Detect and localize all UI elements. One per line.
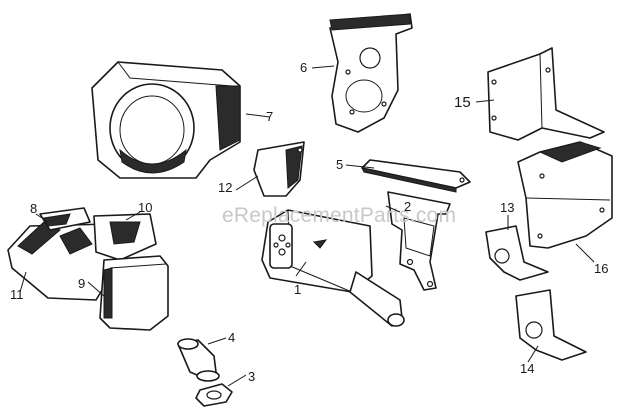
callout-15: 15 — [454, 94, 471, 111]
callout-2: 2 — [404, 199, 411, 214]
part-1-muffler[interactable] — [261, 209, 405, 327]
part-7-blower-housing[interactable] — [91, 61, 241, 179]
part-13-air-guide[interactable] — [485, 225, 549, 281]
part-14-air-guide[interactable] — [515, 289, 587, 361]
callout-labels: 1 2 3 4 5 6 7 8 9 10 11 12 13 14 15 16 — [10, 60, 608, 384]
callout-13: 13 — [500, 200, 514, 215]
callout-14: 14 — [520, 361, 534, 376]
callout-9: 9 — [78, 276, 85, 291]
part-6-backplate[interactable] — [329, 13, 413, 133]
leader-lines — [19, 65, 595, 387]
callout-4: 4 — [228, 330, 235, 345]
part-3-gasket[interactable] — [195, 383, 233, 407]
callout-11: 11 — [10, 287, 24, 302]
part-8-gasket[interactable] — [39, 207, 91, 231]
part-16-side-shroud[interactable] — [517, 141, 613, 249]
part-11-air-cleaner-base[interactable] — [7, 221, 119, 301]
callout-8: 8 — [30, 201, 37, 216]
callout-10: 10 — [138, 200, 152, 215]
callout-1: 1 — [294, 282, 301, 297]
callout-12: 12 — [218, 180, 232, 195]
part-5-heat-shield[interactable] — [361, 159, 471, 193]
part-10-element[interactable] — [93, 213, 157, 261]
callout-6: 6 — [300, 60, 307, 75]
callout-3: 3 — [248, 369, 255, 384]
callout-5: 5 — [336, 157, 343, 172]
part-12-bracket[interactable] — [253, 141, 305, 197]
part-9-air-cleaner-cover[interactable] — [99, 255, 169, 331]
part-4-tube-fitting[interactable] — [177, 338, 220, 382]
callout-7: 7 — [266, 109, 273, 124]
part-15-top-shroud[interactable] — [487, 47, 605, 141]
watermark-text: eReplacementParts.com — [222, 204, 456, 227]
callout-16: 16 — [594, 261, 608, 276]
part-2-muffler-bracket[interactable] — [387, 191, 451, 291]
